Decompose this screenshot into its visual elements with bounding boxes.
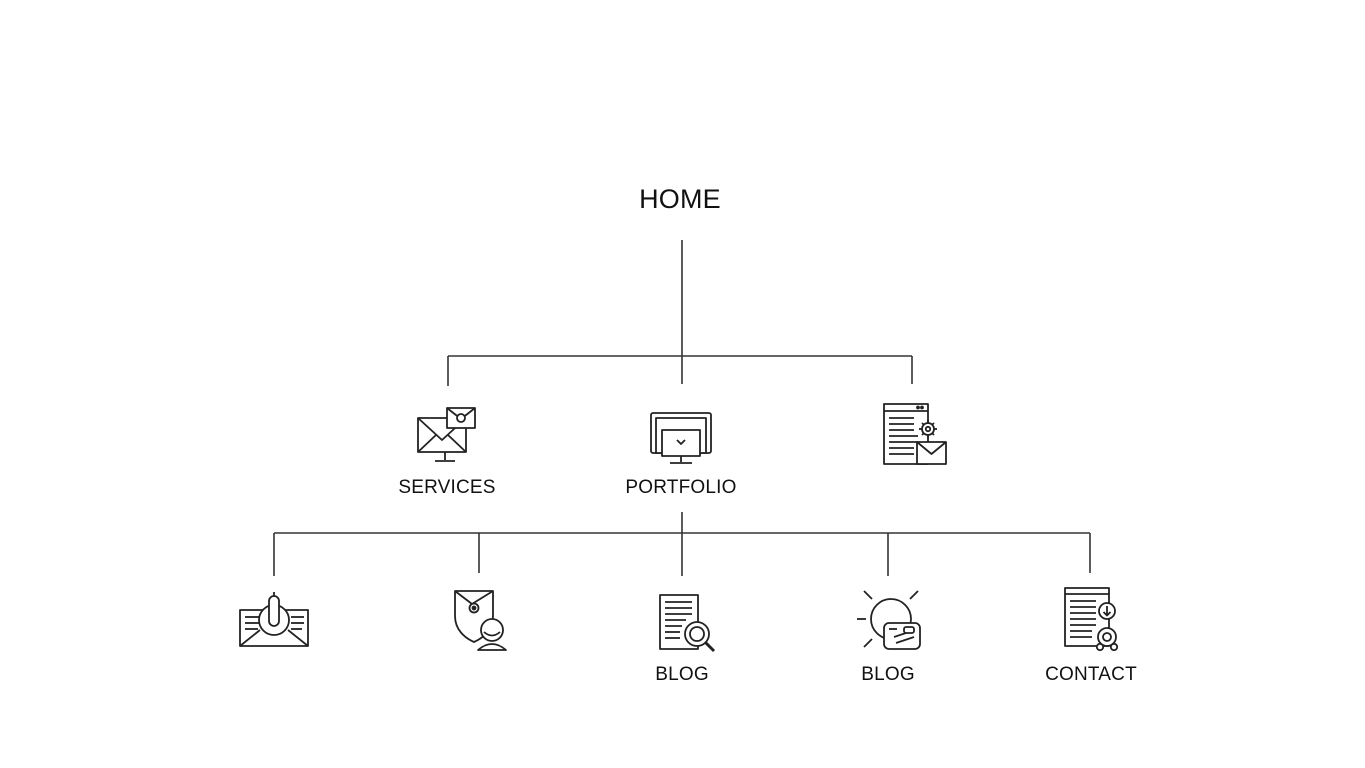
- blog-label-2[interactable]: BLOG: [861, 664, 915, 685]
- monitor-stack-icon[interactable]: [648, 410, 714, 468]
- envelope-monitor-icon[interactable]: [413, 404, 481, 466]
- home-label[interactable]: HOME: [639, 184, 721, 214]
- document-search-icon[interactable]: [656, 592, 720, 656]
- contact-label[interactable]: CONTACT: [1045, 664, 1137, 685]
- document-gear-envelope-icon[interactable]: [880, 401, 952, 469]
- shield-user-icon[interactable]: [450, 586, 514, 656]
- portfolio-label[interactable]: PORTFOLIO: [625, 477, 737, 498]
- envelope-pointer-icon[interactable]: [236, 590, 312, 652]
- blog-label-1[interactable]: BLOG: [655, 664, 709, 685]
- sun-card-icon[interactable]: [856, 585, 926, 655]
- document-badge-icon[interactable]: [1060, 585, 1126, 655]
- services-label[interactable]: SERVICES: [398, 477, 496, 498]
